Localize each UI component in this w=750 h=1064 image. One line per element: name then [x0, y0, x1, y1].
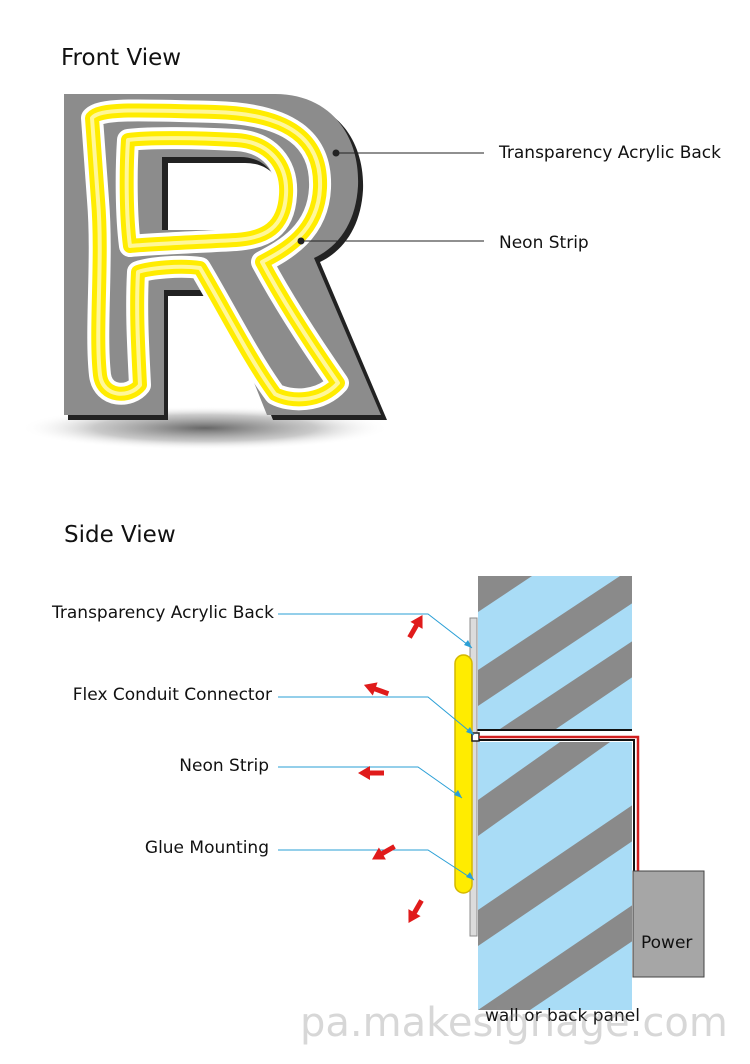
- light-arrow-up-left: [363, 682, 390, 697]
- wall-top-stripes: [478, 576, 632, 729]
- power-wire-red: [479, 735, 640, 872]
- light-arrow-up: [407, 615, 423, 639]
- callout-acrylic-side: [278, 613, 473, 649]
- neon-strip-core: [90, 108, 340, 402]
- side-label-glue-mounting: Glue Mounting: [144, 838, 269, 858]
- side-label-neon-strip: Neon Strip: [179, 756, 269, 776]
- side-view-title: Side View: [64, 522, 176, 548]
- power-box: [632, 870, 705, 978]
- power-label: Power: [641, 933, 693, 953]
- callout-glue-side: [278, 849, 475, 881]
- callout-acrylic-side-head: [464, 640, 472, 648]
- wall-bottom-stripes: [478, 742, 632, 1010]
- light-arrow-down-left: [372, 844, 396, 860]
- callout-glue-side-head: [466, 872, 474, 880]
- front-label-acrylic-back: Transparency Acrylic Back: [499, 143, 721, 163]
- power-wire-black: [479, 739, 635, 872]
- light-arrow-left: [358, 766, 384, 780]
- watermark: pa.makesignage.com: [300, 1000, 728, 1046]
- callout-conduit-side-head: [466, 727, 474, 735]
- callout-neon-side: [278, 766, 463, 799]
- front-label-neon-strip: Neon Strip: [499, 233, 589, 253]
- front-view-title: Front View: [61, 45, 182, 71]
- side-label-flex-conduit: Flex Conduit Connector: [72, 685, 272, 705]
- light-arrow-down: [408, 899, 424, 923]
- wall-label: wall or back panel: [485, 1006, 640, 1026]
- side-label-acrylic-back: Transparency Acrylic Back: [52, 603, 274, 623]
- callout-neon-side-head: [454, 790, 462, 798]
- side-neon-strip: [454, 654, 473, 894]
- callout-conduit-side: [278, 696, 475, 736]
